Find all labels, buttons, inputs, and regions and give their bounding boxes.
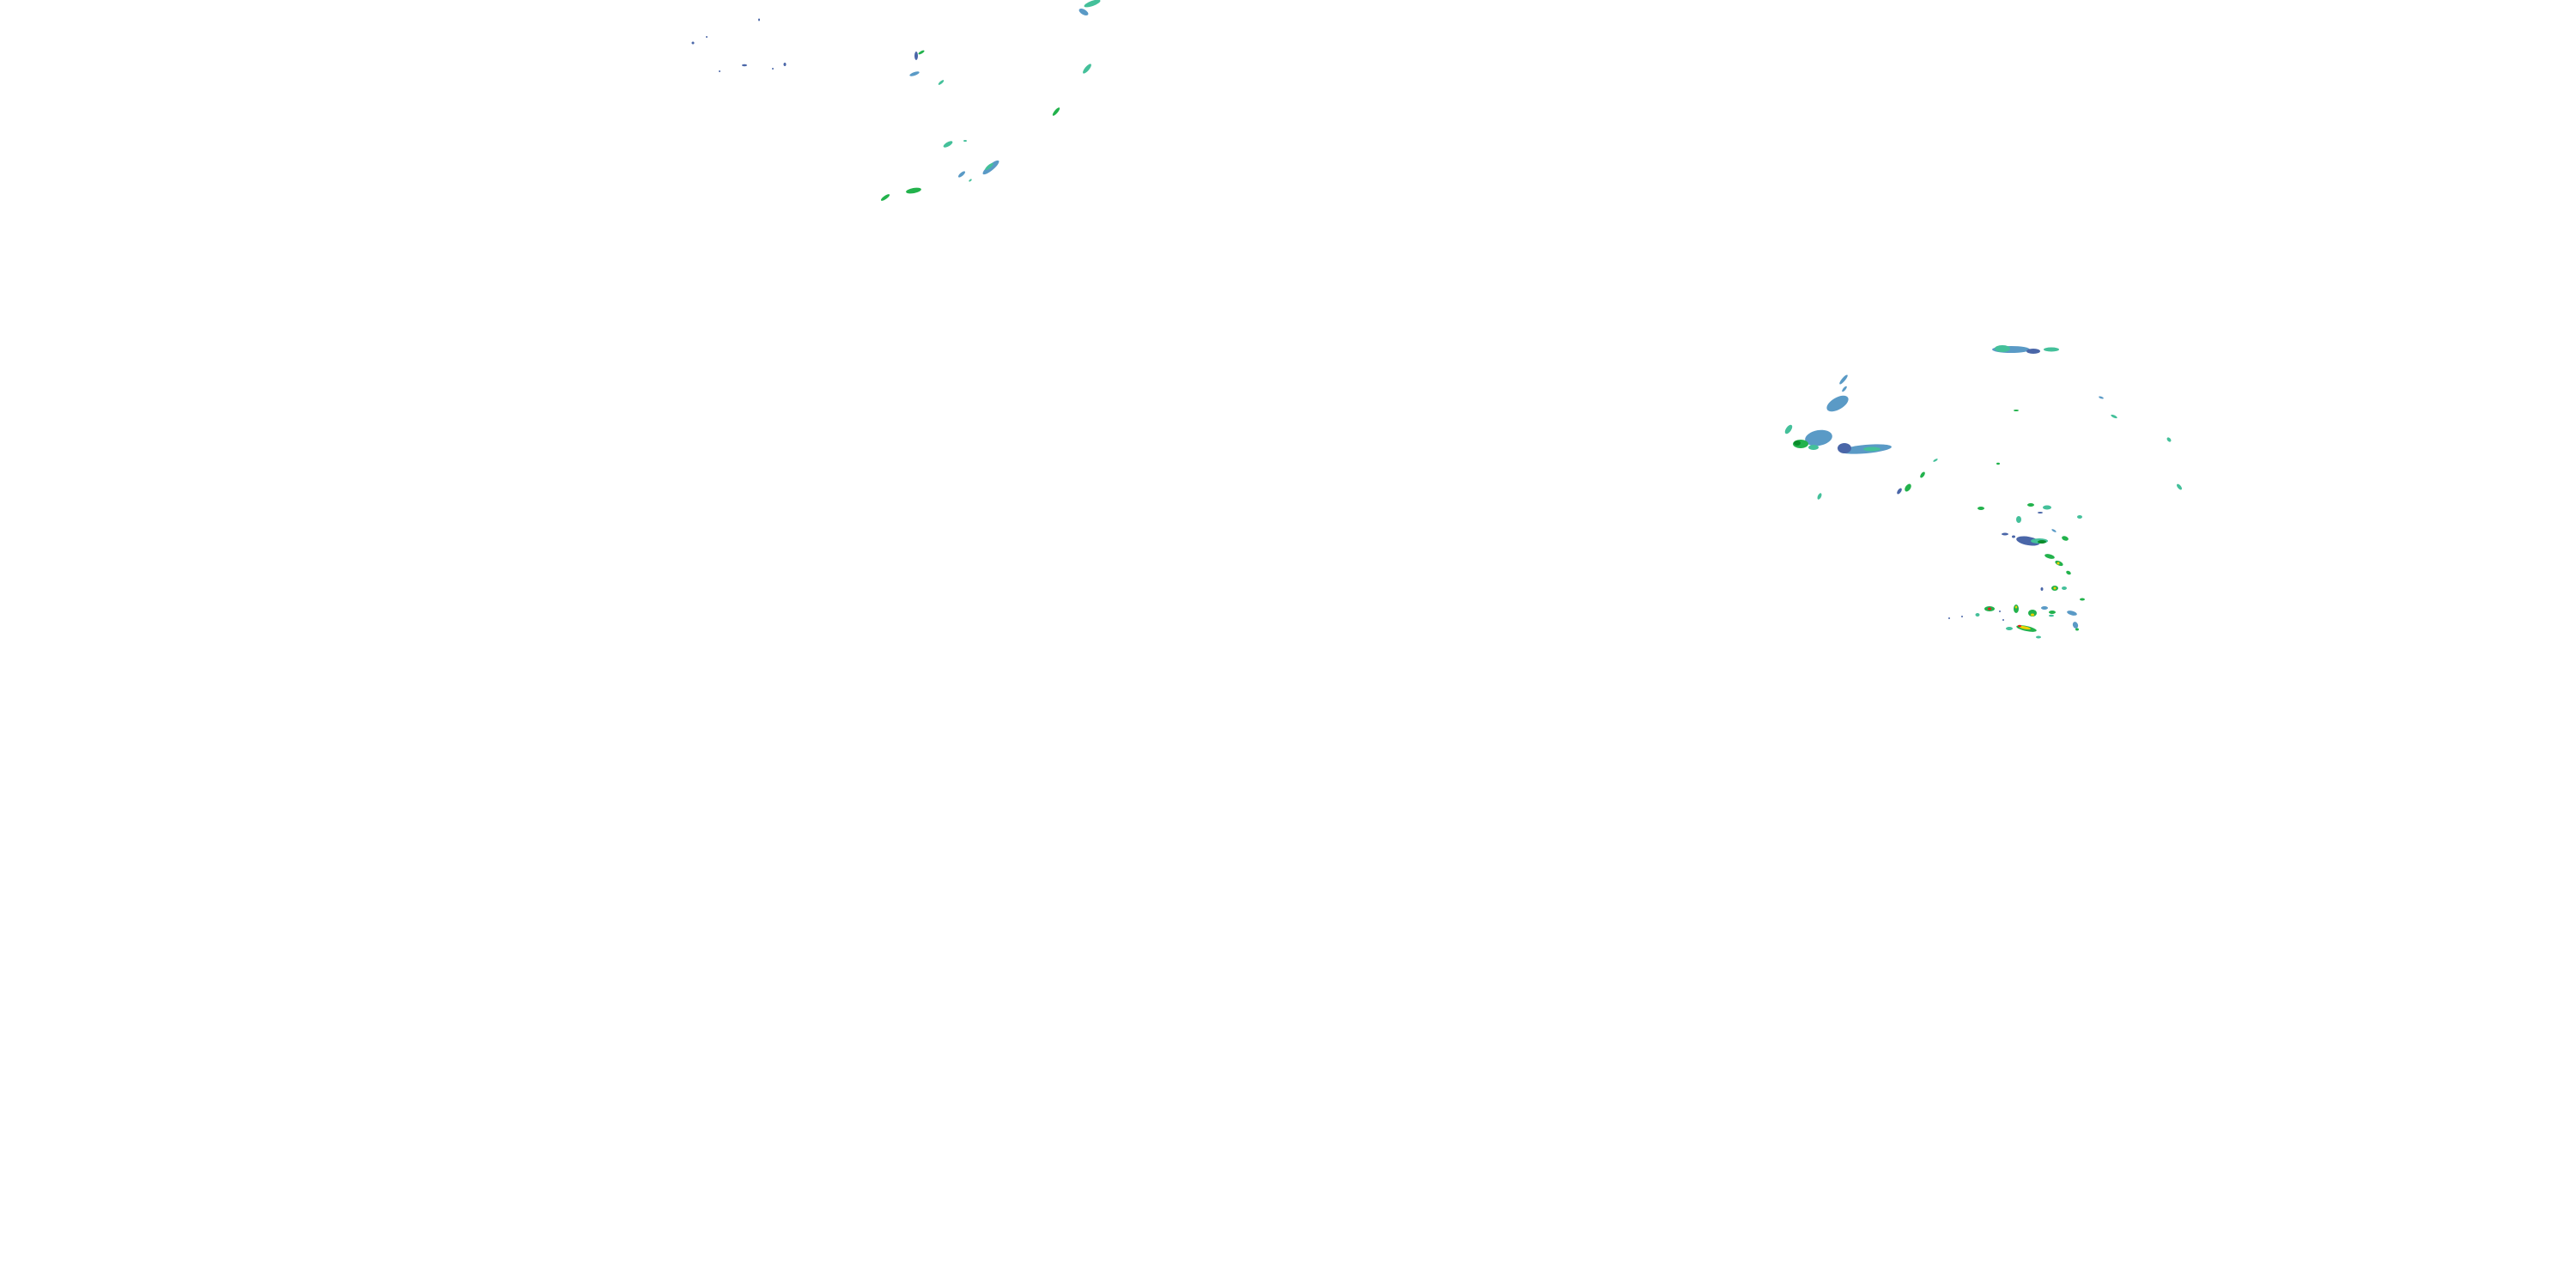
radar-echo-cell: [719, 70, 720, 72]
radar-echo-cell: [2041, 606, 2048, 610]
radar-echo-cell: [2062, 536, 2069, 541]
radar-echo-cell: [1961, 616, 1963, 617]
radar-echo-cell: [706, 36, 708, 38]
precipitation-cluster-east: [1784, 345, 2182, 639]
radar-echo-cell: [2019, 625, 2031, 630]
radar-echo-cell: [2066, 570, 2071, 575]
radar-echo-cell: [1863, 447, 1880, 452]
radar-echo-cell: [758, 18, 760, 21]
radar-echo-cell: [906, 187, 921, 194]
radar-echo-cell: [1052, 107, 1060, 116]
radar-echo-cell: [2002, 619, 2004, 621]
radar-echo-cell: [1905, 483, 1911, 492]
radar-echo-cell: [772, 68, 774, 70]
radar-echo-cell: [691, 41, 695, 45]
radar-echo-cell: [2036, 635, 2041, 639]
radar-echo-cell: [2031, 613, 2034, 617]
radar-echo-cell: [2075, 628, 2079, 631]
radar-echo-cell: [742, 64, 747, 67]
radar-echo-cell: [2038, 540, 2046, 544]
radar-echo-cell: [918, 50, 925, 55]
radar-echo-cell: [1784, 424, 1793, 434]
radar-echo-cell: [880, 194, 890, 201]
radar-echo-cell: [938, 80, 945, 85]
radar-echo-cell: [2044, 554, 2055, 559]
radar-echo-cell: [1817, 493, 1822, 500]
radar-echo-cell: [1839, 374, 1848, 385]
radar-echo-cell: [2166, 437, 2172, 442]
radar-echo-cell: [1808, 445, 1819, 450]
radar-echo-cell: [2111, 414, 2117, 419]
radar-echo-cell: [1975, 613, 1980, 617]
radar-echo-cell: [985, 162, 993, 171]
radar-echo-cell: [2044, 347, 2059, 352]
radar-echo-cell: [2049, 614, 2054, 617]
radar-echo-cell: [2067, 611, 2077, 616]
radar-echo-cell: [1826, 395, 1849, 412]
radar-echo-cell: [1999, 611, 2001, 612]
radar-echo-cell: [2016, 516, 2021, 523]
radar-echo-cell: [2016, 536, 2040, 546]
radar-echo-cell: [969, 179, 972, 182]
radar-echo-cell: [1838, 443, 1851, 453]
radar-echo-cell: [2002, 532, 2008, 536]
radar-echo-cell: [2072, 622, 2079, 629]
radar-echo-cell: [963, 140, 967, 142]
precipitation-cluster-northwest: [691, 0, 1101, 201]
radar-echo-cell: [1805, 429, 1832, 447]
radar-echo-cell: [1933, 459, 1938, 462]
radar-echo-cell: [1078, 9, 1089, 15]
radar-echo-cell: [1083, 64, 1091, 74]
radar-echo-cell: [1084, 0, 1101, 8]
radar-echo-cell: [2026, 349, 2040, 354]
radar-echo-cell: [957, 171, 966, 178]
radar-echo-cell: [914, 52, 918, 60]
radar-echo-cell: [982, 160, 999, 175]
radar-echo-cell: [2012, 535, 2015, 538]
radar-echo-cell: [2028, 610, 2037, 617]
radar-echo-cell: [909, 71, 920, 76]
radar-echo-cell: [2038, 512, 2043, 513]
radar-echo-cell: [2077, 515, 2082, 519]
radar-echo-cell: [2051, 529, 2057, 532]
radar-echo-cell: [2027, 503, 2034, 507]
radar-echo-cell: [2080, 598, 2085, 601]
radar-echo-cell: [2018, 624, 2021, 628]
radar-echo-cell: [1897, 488, 1902, 495]
radar-echo-cell: [2049, 611, 2056, 614]
radar-echo-cell: [1920, 471, 1925, 478]
radar-echo-cell: [2053, 586, 2057, 590]
radar-echo-cell: [1996, 462, 2000, 465]
radar-echo-cell: [1794, 440, 1801, 446]
radar-echo-cell: [2099, 396, 2104, 399]
radar-echo-cell: [2043, 505, 2051, 510]
radar-echo-cell: [1988, 607, 1991, 611]
radar-echo-cell: [2014, 410, 2019, 411]
radar-echo-cell: [943, 141, 953, 148]
radar-echo-cell: [1948, 617, 1950, 619]
radar-echo-cell: [2014, 605, 2018, 609]
radar-echo-cell: [2006, 627, 2013, 630]
radar-echo-cell: [1842, 386, 1847, 392]
radar-echo-cell: [783, 63, 787, 66]
radar-echo-cell: [2014, 605, 2019, 613]
radar-echo-cell: [1995, 345, 2010, 352]
radar-echo-cell: [2040, 587, 2044, 591]
radar-echo-cell: [1978, 507, 1984, 510]
radar-echo-cell: [2057, 562, 2060, 565]
radar-echo-cell: [2177, 483, 2182, 490]
radar-echo-cell: [2062, 586, 2067, 590]
